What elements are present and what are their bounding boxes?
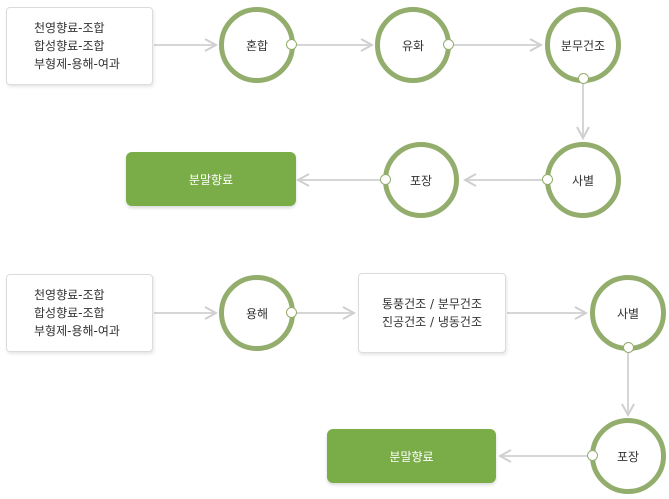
drying-methods-box: 통풍건조 / 분무건조 진공건조 / 냉동건조: [358, 273, 506, 353]
step-label: 사별: [571, 173, 595, 188]
step-label: 포장: [409, 173, 433, 188]
connector-dot: [578, 73, 589, 84]
result-powder-flavor: 분말향료: [126, 152, 296, 206]
step-mix: 혼합: [219, 7, 295, 83]
flow2-source-box: 천영향료-조합 합성향료-조합 부형제-용해-여과: [6, 274, 153, 352]
flow1-source-box: 천영향료-조합 합성향료-조합 부형제-용해-여과: [6, 7, 153, 85]
connector-dot: [443, 39, 454, 50]
step-label: 유화: [401, 38, 425, 53]
step-label: 사별: [616, 306, 640, 321]
source-line: 합성향료-조합: [34, 306, 105, 320]
step-sieve: 사별: [545, 142, 621, 218]
connector-dot: [286, 39, 297, 50]
dry-line: 통풍건조 / 분무건조: [382, 297, 482, 311]
connector-dot: [623, 342, 634, 353]
step-spray-dry: 분무건조: [545, 7, 621, 83]
step-pack-2: 포장: [590, 418, 666, 494]
source-line: 부형제-용해-여과: [34, 324, 120, 338]
step-label: 분무건조: [560, 38, 606, 53]
result-powder-flavor-2: 분말향료: [327, 429, 496, 483]
step-dissolve: 용해: [219, 275, 295, 351]
connector-dot: [587, 450, 598, 461]
source-line: 부형제-용해-여과: [34, 57, 120, 71]
step-label: 포장: [616, 449, 640, 464]
source-line: 합성향료-조합: [34, 39, 105, 53]
step-label: 혼합: [245, 38, 269, 53]
step-label: 용해: [245, 306, 269, 321]
dry-line: 진공건조 / 냉동건조: [382, 315, 482, 329]
connector-dot: [542, 174, 553, 185]
connector-dot: [380, 174, 391, 185]
source-line: 천영향료-조합: [34, 288, 105, 302]
step-emulsify: 유화: [375, 7, 451, 83]
result-label: 분말향료: [188, 172, 234, 187]
source-line: 천영향료-조합: [34, 21, 105, 35]
connector-dot: [286, 307, 297, 318]
result-label: 분말향료: [389, 449, 434, 464]
step-pack: 포장: [383, 142, 459, 218]
step-sieve-2: 사별: [590, 275, 666, 351]
